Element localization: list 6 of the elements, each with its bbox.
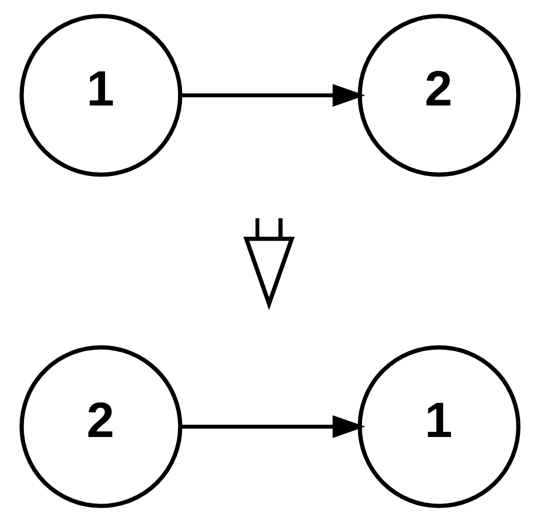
- node-circle: 1: [358, 345, 520, 508]
- node-circle: 2: [358, 14, 520, 177]
- node-circle: 2: [20, 345, 182, 508]
- arrow: [180, 415, 366, 438]
- arrow: [180, 84, 366, 107]
- node-circle: 1: [20, 14, 182, 177]
